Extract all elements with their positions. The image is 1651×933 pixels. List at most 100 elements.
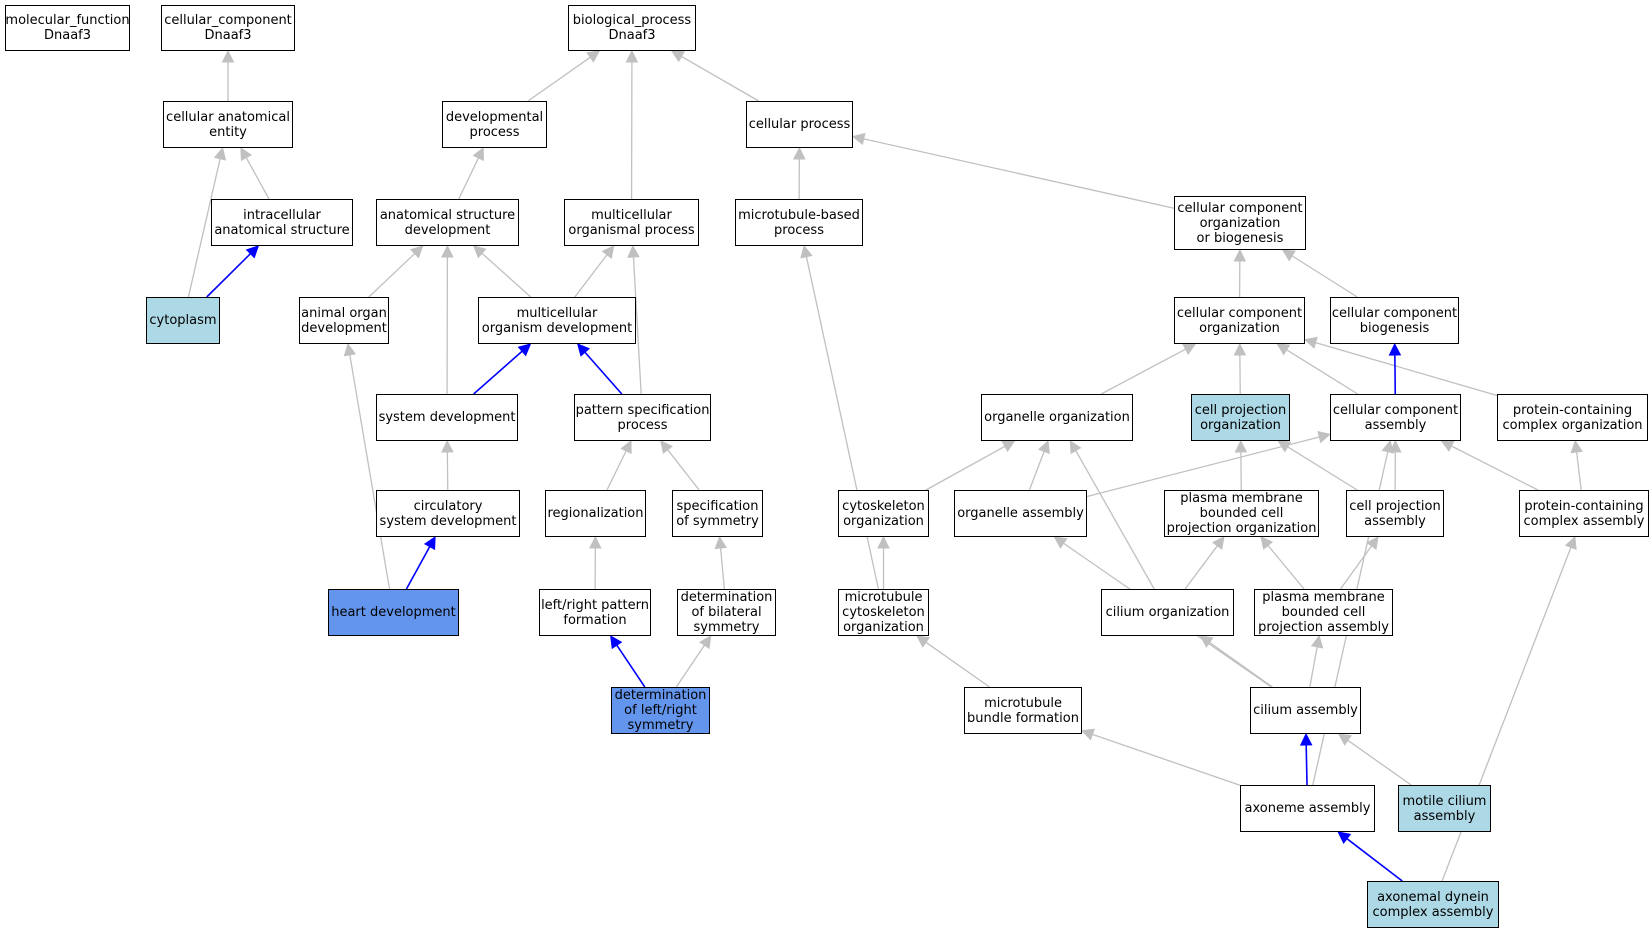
edge-aa-to-ca: [1305, 744, 1308, 786]
go-term-label-line: of left/right: [624, 703, 697, 718]
edge-ccb-to-ccob: [1291, 255, 1358, 298]
go-term-label-line: entity: [209, 124, 247, 140]
edge-arrowhead: [1277, 440, 1292, 453]
go-term-sysdev: system development: [376, 394, 518, 441]
go-term-label-line: determination: [614, 688, 707, 703]
go-term-label-line: protein-containing: [1512, 402, 1633, 418]
go-term-label-line: cellular component: [1176, 305, 1303, 321]
go-term-label-line: protein-containing: [1524, 498, 1644, 514]
edge-arrowhead: [1337, 831, 1352, 845]
edge-arrowhead: [517, 343, 532, 357]
go-term-reg: regionalization: [545, 490, 646, 537]
go-term-label-line: cilium organization: [1105, 605, 1230, 620]
edge-ca-to-pmbcpa: [1309, 646, 1318, 688]
go-term-label-line: complex assembly: [1523, 513, 1645, 529]
edge-arrowhead: [1080, 728, 1095, 741]
go-term-label-line: intracellular: [243, 207, 321, 223]
go-term-ciliumorg: cilium organization: [1101, 589, 1234, 636]
go-term-label-line: organization: [1200, 417, 1281, 433]
go-term-label-line: cellular component: [1331, 305, 1458, 321]
edge-arrowhead: [409, 245, 424, 259]
edge-pcca-to-cca: [1451, 445, 1539, 491]
go-term-label-line: bundle formation: [967, 710, 1079, 726]
go-term-label-line: process: [774, 222, 824, 238]
edge-arrowhead: [601, 245, 615, 259]
edge-arrowhead: [588, 535, 602, 549]
edge-arrowhead: [670, 50, 686, 63]
edge-arrowhead: [610, 635, 623, 650]
go-term-label-line: developmental: [445, 109, 544, 125]
edge-arrowhead: [441, 244, 454, 258]
edge-arrowhead: [851, 132, 866, 146]
go-term-label-line: anatomical structure: [379, 207, 516, 223]
go-term-label-line: assembly: [1364, 513, 1426, 529]
go-term-label-line: microtubule: [844, 590, 923, 605]
edge-psp-to-mod: [584, 351, 623, 395]
edge-arrowhead: [1310, 634, 1324, 649]
edge-ccob-to-cproc: [863, 138, 1175, 209]
edge-arrowhead: [1001, 440, 1016, 453]
edge-arrowhead: [625, 49, 639, 63]
go-term-label-line: process: [469, 124, 520, 140]
edge-arrowhead: [1234, 439, 1248, 453]
go-term-label-line: heart development: [331, 605, 456, 620]
go-term-label-line: bounded cell: [1199, 506, 1284, 521]
edge-arrowhead: [877, 535, 890, 549]
go-term-label-line: left/right pattern: [541, 597, 649, 613]
go-term-label-line: assembly: [1364, 417, 1427, 433]
go-term-label-line: organism development: [481, 320, 633, 336]
go-term-label-line: development: [301, 320, 387, 336]
edge-arrowhead: [221, 49, 235, 63]
edge-sysdev-to-mod: [473, 350, 523, 395]
edge-dbs-to-sos: [719, 547, 726, 590]
go-term-label-line: axoneme assembly: [1244, 801, 1371, 816]
go-term-label-line: cellular anatomical: [166, 109, 290, 125]
edge-arrowhead: [213, 146, 227, 161]
go-term-label-line: development: [404, 222, 491, 238]
go-term-label-line: cellular component: [1332, 402, 1459, 418]
edge-oo-to-cco: [1100, 348, 1186, 395]
go-term-label-line: cytoplasm: [149, 313, 217, 328]
go-term-label-line: complex organization: [1502, 417, 1643, 433]
edge-arrowhead: [1233, 342, 1247, 356]
edge-arrowhead: [1381, 439, 1394, 454]
go-term-label-line: or biogenesis: [1196, 230, 1284, 246]
go-term-label-line: cytoskeleton: [842, 605, 925, 620]
edge-cyto-to-cae: [187, 158, 221, 298]
edge-ciliumorg-to-oo: [1075, 450, 1155, 590]
go-term-label-line: plasma membrane: [1262, 590, 1385, 605]
edge-hd-to-aod: [349, 354, 391, 590]
edge-arrowhead: [627, 244, 640, 258]
go-term-label-line: process: [617, 417, 668, 433]
go-term-label-line: molecular_function: [5, 13, 130, 28]
edge-cca-to-cco: [1286, 349, 1359, 395]
go-term-label-line: bounded cell: [1281, 605, 1366, 620]
go-term-label-line: microtubule-based: [738, 207, 860, 223]
go-term-label-line: microtubule: [984, 695, 1062, 711]
edge-arrowhead: [1564, 535, 1577, 550]
go-term-label-line: organization: [843, 620, 924, 635]
go-term-hd: heart development: [328, 589, 459, 636]
edge-arrowhead: [1276, 343, 1291, 356]
go-term-label-line: regionalization: [547, 506, 644, 521]
edge-reg-to-psp: [606, 450, 627, 491]
